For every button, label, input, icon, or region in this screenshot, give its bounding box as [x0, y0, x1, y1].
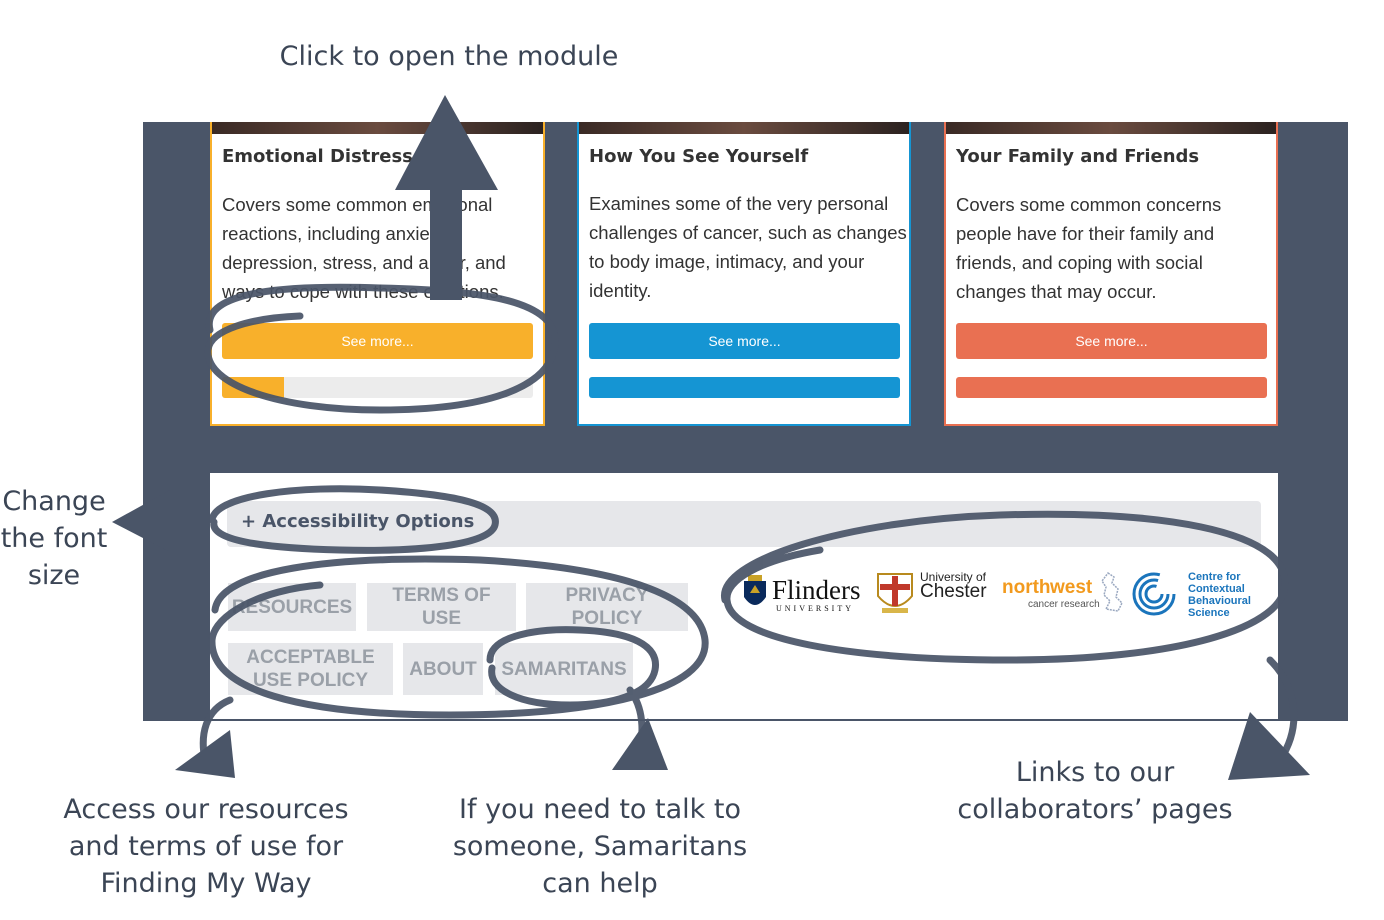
ccbs-logo[interactable]: Centre for Contextual Behavioural Scienc… [1130, 569, 1260, 619]
flinders-crest-icon [744, 575, 766, 605]
annotation-collaborators: Links to our collaborators’ pages [940, 754, 1250, 828]
module-description: Covers some common concerns people have … [956, 194, 1222, 302]
module-image [946, 122, 1276, 134]
uk-map-icon [1101, 571, 1123, 612]
ccbs-text: Centre for Contextual Behavioural Scienc… [1188, 571, 1251, 619]
module-description: Examines some of the very personal chall… [589, 193, 907, 301]
samaritans-link[interactable]: SAMARITANS [495, 643, 633, 695]
nw-north: north [1002, 577, 1051, 598]
progress-fill [589, 377, 900, 398]
see-more-button[interactable]: See more... [956, 323, 1267, 359]
progress-fill [222, 377, 285, 398]
acceptable-use-policy-link[interactable]: ACCEPTABLE USE POLICY [228, 643, 393, 695]
annotation-line: and terms of use for [68, 831, 344, 862]
progress-bar [956, 377, 1267, 398]
university-of-chester-logo[interactable]: University of Chester [874, 568, 998, 618]
annotation-line: Links to our [1015, 757, 1175, 788]
ccbs-line: Behavioural [1188, 595, 1251, 607]
nw-west: west [1050, 577, 1093, 598]
annotation-line: collaborators’ pages [957, 794, 1233, 825]
progress-bar [589, 377, 900, 398]
flinders-university-logo[interactable]: Flinders UNIVERSITY [742, 571, 866, 617]
arrow-down-left-icon [175, 730, 235, 778]
progress-bar [222, 377, 533, 398]
module-title: Emotional Distress [222, 146, 413, 167]
ccbs-line: Science [1188, 607, 1230, 619]
privacy-policy-link[interactable]: PRIVACY POLICY [526, 583, 688, 631]
accessibility-options-label: + Accessibility Options [241, 511, 475, 532]
ccbs-line: Contextual [1188, 583, 1245, 595]
resources-link[interactable]: RESOURCES [228, 583, 356, 631]
about-link[interactable]: ABOUT [403, 643, 483, 695]
terms-of-use-link[interactable]: TERMS OF USE [367, 583, 516, 631]
annotation-line: If you need to talk to [459, 794, 741, 825]
link-line: ACCEPTABLE [246, 647, 375, 668]
north-west-cancer-research-logo[interactable]: north west cancer research [1002, 571, 1124, 617]
chester-line2: Chester [920, 581, 987, 602]
arrow-down-mid-icon [612, 718, 668, 770]
annotation-line: Access our resources [63, 794, 349, 825]
annotation-samaritans: If you need to talk to someone, Samarita… [440, 791, 760, 902]
annotation-line: someone, Samaritans [452, 831, 748, 862]
module-card-emotional-distress[interactable]: Emotional Distress Covers some common em… [210, 122, 545, 426]
annotation-line: the font [0, 523, 108, 554]
annotation-line: can help [542, 868, 658, 899]
annotation-line: Change [2, 486, 106, 517]
module-image [212, 122, 543, 134]
nw-sub: cancer research [1028, 599, 1100, 610]
flinders-sub: UNIVERSITY [776, 604, 854, 613]
module-title: Your Family and Friends [956, 146, 1200, 167]
see-more-button[interactable]: See more... [222, 323, 533, 359]
ccbs-circles-icon [1132, 572, 1176, 616]
module-description: Covers some common emotional reactions, … [222, 194, 506, 302]
annotation-resources: Access our resources and terms of use fo… [46, 791, 366, 902]
annotation-line: size [27, 560, 81, 591]
module-image [579, 122, 909, 134]
chester-crest-icon [877, 573, 913, 613]
module-card-how-you-see-yourself[interactable]: How You See Yourself Examines some of th… [577, 122, 911, 426]
module-title: How You See Yourself [589, 146, 809, 167]
see-more-button[interactable]: See more... [589, 323, 900, 359]
accessibility-options-toggle[interactable]: + Accessibility Options [227, 501, 1261, 547]
annotation-font-size: Change the font size [0, 483, 108, 594]
footer: + Accessibility Options RESOURCES TERMS … [210, 473, 1278, 719]
ccbs-line: Centre for [1188, 571, 1241, 583]
flinders-name: Flinders [772, 575, 861, 605]
progress-fill [956, 377, 1267, 398]
annotation-line: Finding My Way [100, 868, 312, 899]
annotation-open-module: Click to open the module [279, 41, 619, 72]
module-card-family-and-friends[interactable]: Your Family and Friends Covers some comm… [944, 122, 1278, 426]
link-line: USE POLICY [252, 670, 369, 691]
